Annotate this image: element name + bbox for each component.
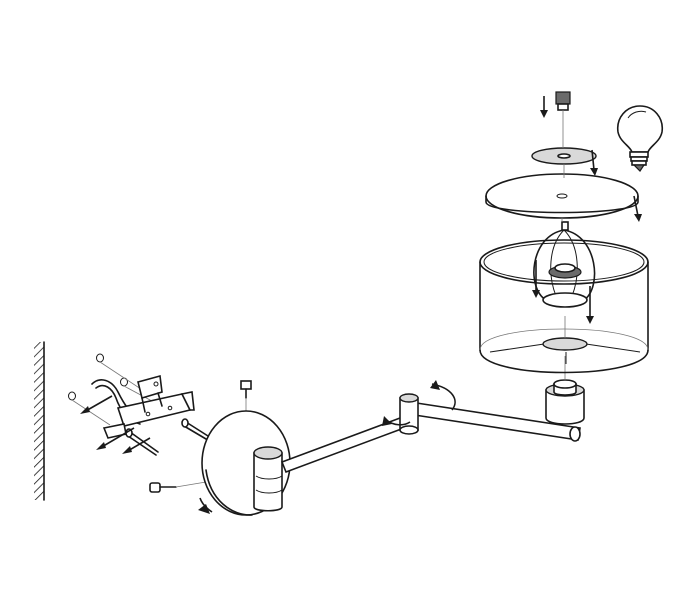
wall-plate [198, 410, 291, 516]
lamp-shade [479, 221, 649, 374]
swing-joint [382, 380, 456, 435]
retaining-ring [531, 147, 598, 178]
plate-screw [149, 481, 207, 493]
light-bulb [616, 105, 664, 172]
mounting-bracket [91, 374, 195, 439]
diffuser-disc [485, 173, 642, 222]
swivel-arm [280, 401, 581, 474]
fixing-screws [125, 418, 209, 456]
set-screw [240, 380, 252, 420]
top-nut [540, 91, 571, 148]
lamp-socket [545, 356, 585, 425]
bracket-arrows [80, 395, 151, 454]
wall-hatch [34, 341, 45, 501]
